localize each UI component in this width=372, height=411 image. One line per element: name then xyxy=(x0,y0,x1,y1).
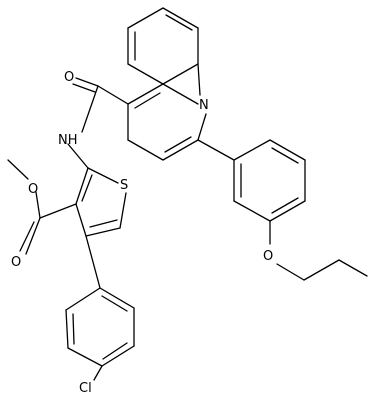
quinoline-benzo-ring xyxy=(127,7,199,85)
amide-oxygen-label: O xyxy=(64,70,74,85)
amide-group xyxy=(72,77,129,133)
propoxyphenyl-ring xyxy=(197,139,306,222)
quinoline-nitrogen-label: N xyxy=(199,98,209,113)
thiophene-sulfur-label: S xyxy=(120,178,128,193)
chlorophenyl-ring xyxy=(65,235,135,381)
thiophene-ring xyxy=(67,143,127,237)
propoxy-oxygen-label: O xyxy=(263,249,273,264)
chlorine-label: Cl xyxy=(79,381,92,396)
ester-carbonyl-oxygen-label: O xyxy=(11,255,21,270)
quinoline-pyridine-ring xyxy=(127,63,207,161)
methyl-ester-group xyxy=(7,159,77,255)
ester-methoxy-oxygen-label: O xyxy=(28,182,38,197)
amide-nh-label: NH xyxy=(58,133,78,148)
propoxy-chain xyxy=(269,220,368,281)
